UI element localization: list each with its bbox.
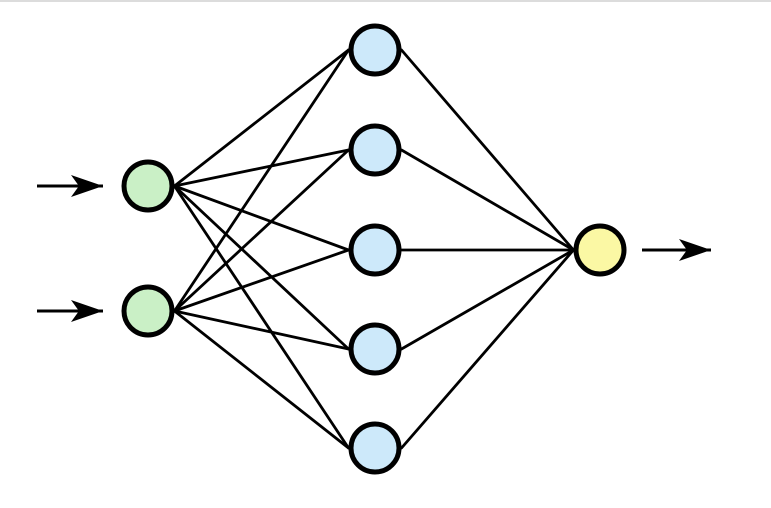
edge-input-node-1-to-hidden-node-3 (173, 184, 350, 252)
hidden-node-3 (348, 223, 402, 277)
edge-input-node-2-to-hidden-node-5 (173, 309, 350, 450)
hidden-node-4 (348, 322, 402, 376)
edge-input-node-1-to-hidden-node-4 (173, 184, 350, 351)
edge-hidden-node-5-to-output-node-1 (400, 248, 575, 450)
edge-input-node-2-to-hidden-node-2 (173, 148, 350, 313)
edge-hidden-node-1-to-output-node-1 (400, 48, 575, 252)
input-node-2 (121, 284, 175, 338)
input-node-1 (121, 159, 175, 213)
edge-input-node-2-to-hidden-node-1 (173, 48, 350, 313)
hidden-node-1 (348, 23, 402, 77)
edge-input-node-1-to-hidden-node-5 (173, 184, 350, 450)
output-node-1 (573, 223, 627, 277)
edge-input-node-2-to-hidden-node-4 (173, 309, 350, 351)
edge-input-node-1-to-hidden-node-2 (173, 148, 350, 188)
edge-hidden-node-2-to-output-node-1 (400, 148, 575, 252)
hidden-node-2 (348, 123, 402, 177)
edge-hidden-node-4-to-output-node-1 (400, 248, 575, 351)
edge-input-node-1-to-hidden-node-1 (173, 48, 350, 188)
hidden-node-5 (348, 421, 402, 475)
edge-input-node-2-to-hidden-node-3 (173, 248, 350, 313)
